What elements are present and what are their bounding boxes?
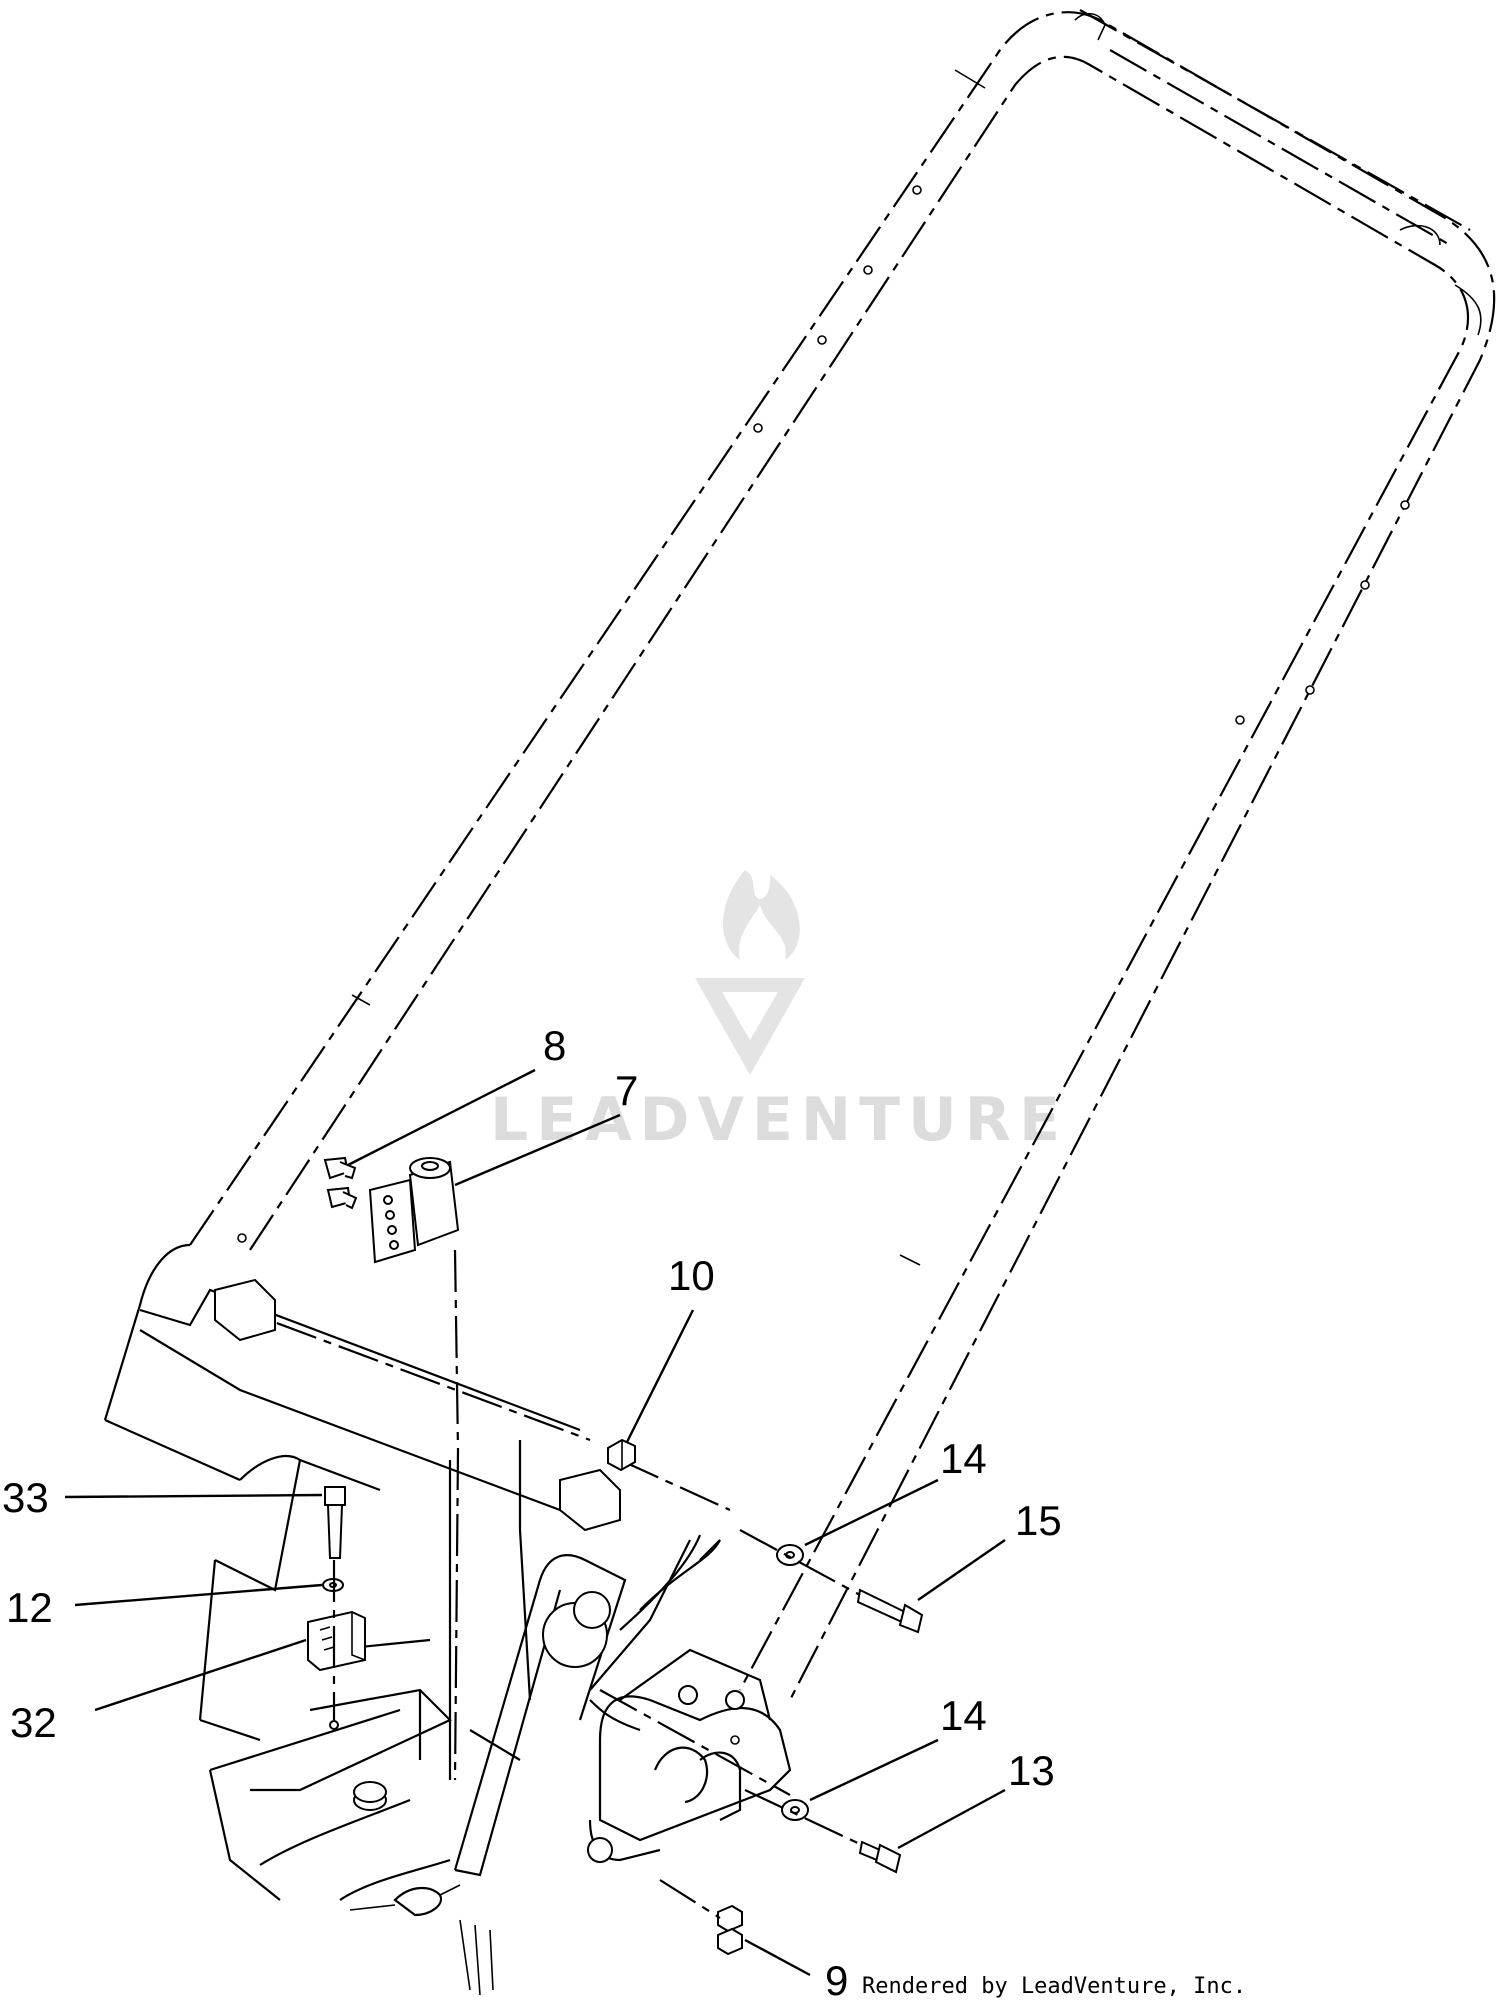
mower-frame [103, 1243, 621, 1996]
assembly-guide-line-3 [599, 1689, 791, 1796]
callout-9: 9 [825, 1957, 848, 2004]
part-7-bracket [368, 1157, 460, 1264]
callout-7: 7 [615, 1067, 638, 1114]
part-14-washer-lower [781, 1799, 809, 1821]
callout-12: 12 [6, 1584, 53, 1631]
callout-32: 32 [10, 1699, 57, 1746]
bolt-axis-lower [744, 1789, 863, 1846]
callout-13: 13 [1008, 1747, 1055, 1794]
part-14-washer-upper [776, 1544, 804, 1566]
part-33-bolt [324, 1486, 346, 1559]
part-15-bolt [856, 1588, 924, 1634]
assembly-guide-line-2 [619, 1458, 731, 1512]
watermark-logo: LEADVENTURE [490, 870, 1068, 1155]
callout-leaders [64, 1068, 1006, 1977]
part-8-screws [323, 1156, 358, 1210]
assembly-guide-line [453, 1249, 460, 1781]
callout-14-lower: 14 [940, 1692, 987, 1739]
callout-10: 10 [668, 1252, 715, 1299]
callout-14-upper: 14 [940, 1435, 987, 1482]
lower-handle-bracket [453, 1534, 721, 1877]
callout-8: 8 [543, 1022, 566, 1069]
callout-15: 15 [1015, 1497, 1062, 1544]
watermark-text: LEADVENTURE [490, 1085, 1068, 1155]
callout-33: 33 [2, 1474, 49, 1521]
callout-labels: 8 7 10 33 12 32 14 15 14 13 9 [2, 1022, 1062, 2004]
part-10-nut [607, 1438, 636, 1472]
part-32-block [307, 1560, 366, 1730]
handle-assembly [189, 9, 1496, 1745]
part-13-bolt [858, 1840, 902, 1874]
render-credit: Rendered by LeadVenture, Inc. [862, 1974, 1246, 1999]
part-9-nuts [659, 1879, 743, 1956]
gear-housing [587, 1648, 792, 1863]
bolt-axis-upper [739, 1529, 861, 1596]
